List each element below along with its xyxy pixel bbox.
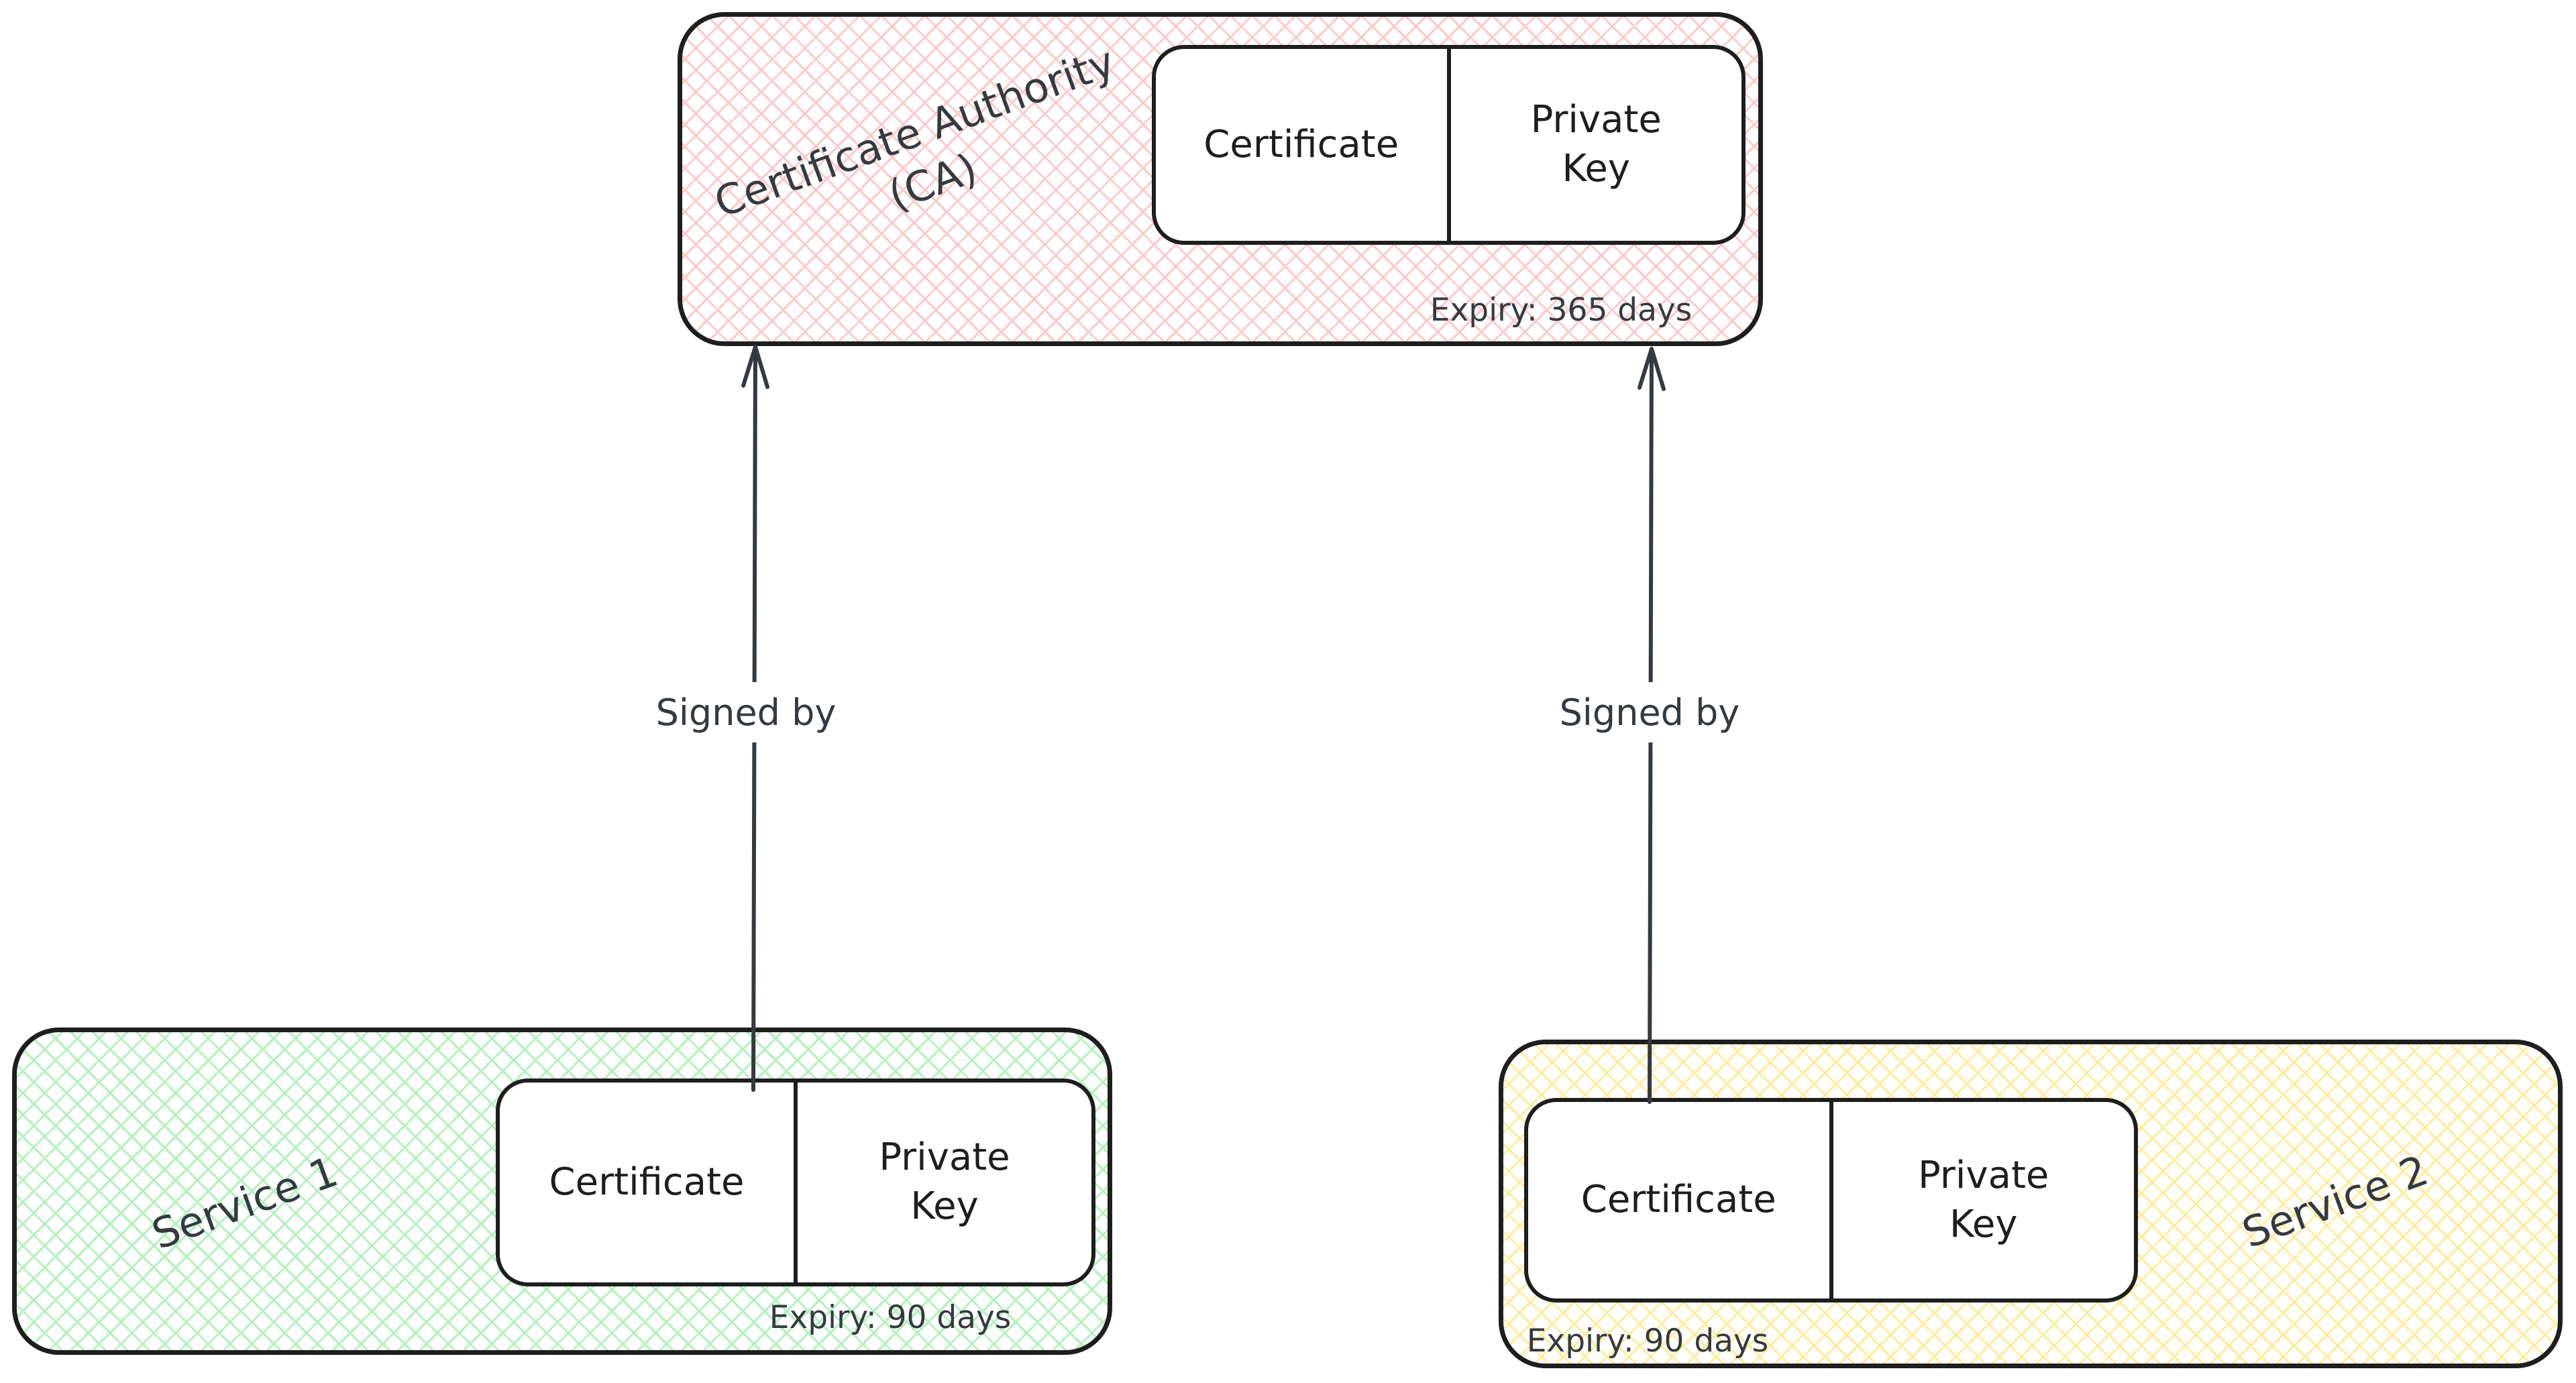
service1-private-key-line1: Private xyxy=(879,1136,1010,1180)
service2-title: Service 2 xyxy=(2235,1145,2434,1258)
service2-keypair-box: Certificate Private Key xyxy=(1524,1098,2138,1303)
ca-private-key-line2: Key xyxy=(1562,147,1631,190)
service1-certificate-label: Certificate xyxy=(549,1160,745,1204)
service1-private-key-line2: Key xyxy=(910,1184,979,1228)
signed-by-label-left: Signed by xyxy=(632,682,860,742)
service2-expiry-label: Expiry: 90 days xyxy=(1526,1323,1769,1360)
service1-title: Service 1 xyxy=(145,1146,344,1260)
service2-certificate-label: Certificate xyxy=(1580,1178,1776,1222)
service1-keypair-box: Certificate Private Key xyxy=(496,1078,1095,1286)
ca-certificate-label: Certificate xyxy=(1203,122,1399,166)
ca-expiry-label: Expiry: 365 days xyxy=(1430,292,1693,329)
service2-private-key-line2: Key xyxy=(1949,1202,2018,1246)
service1-private-key-cell: Private Key xyxy=(794,1083,1091,1282)
service2-private-key-line1: Private xyxy=(1918,1153,2049,1197)
service2-private-key-cell: Private Key xyxy=(1829,1102,2135,1298)
ca-node: Certificate Authority (CA) Certificate P… xyxy=(678,12,1763,346)
ca-keypair-box: Certificate Private Key xyxy=(1152,45,1746,245)
ca-title: Certificate Authority (CA) xyxy=(685,27,1163,288)
arrow-head xyxy=(741,345,769,389)
service1-node: Service 1 Certificate Private Key Expiry… xyxy=(12,1028,1112,1355)
ca-private-key-line1: Private xyxy=(1530,98,1662,142)
service2-node: Service 2 Certificate Private Key Expiry… xyxy=(1499,1040,2563,1368)
ca-certificate-cell: Certificate xyxy=(1156,49,1447,241)
service1-expiry-label: Expiry: 90 days xyxy=(769,1299,1012,1336)
service1-certificate-cell: Certificate xyxy=(500,1083,794,1282)
service2-certificate-cell: Certificate xyxy=(1528,1102,1829,1298)
signed-by-label-right: Signed by xyxy=(1536,682,1764,742)
arrow-head xyxy=(1638,347,1666,391)
ca-private-key-cell: Private Key xyxy=(1446,49,1742,241)
